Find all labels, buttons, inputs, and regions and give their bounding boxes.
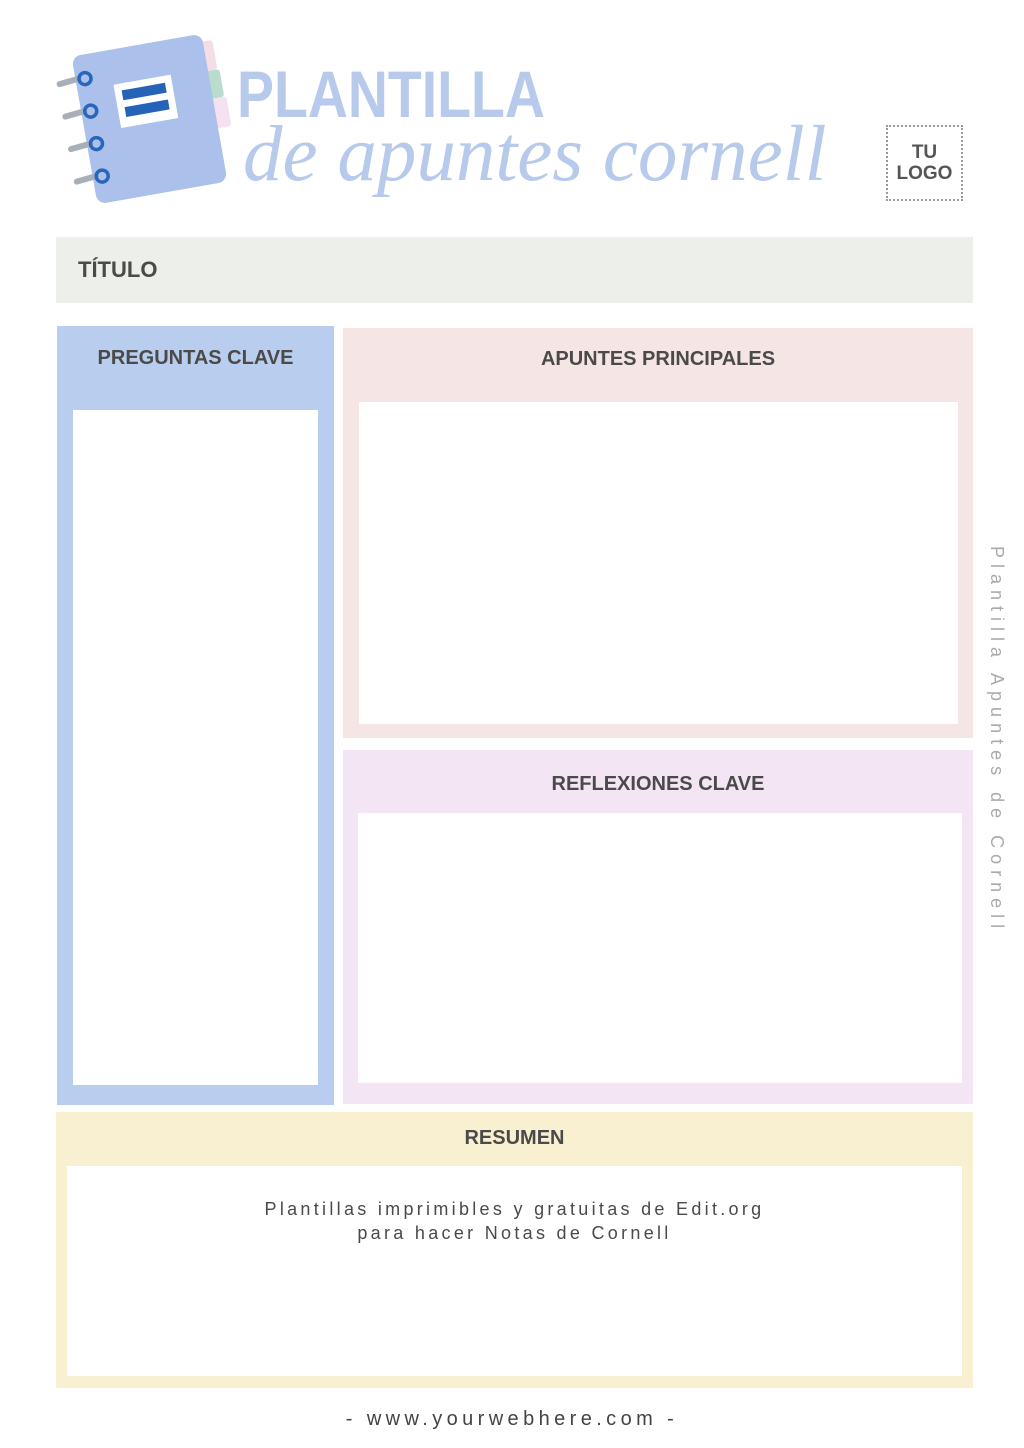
summary-header: RESUMEN <box>464 1127 565 1149</box>
main-notes-header: APUNTES PRINCIPALES <box>540 348 776 370</box>
notebook-icon <box>56 35 231 203</box>
reflections-panel: REFLEXIONES CLAVE <box>343 750 973 1104</box>
logo-placeholder: TU LOGO <box>886 125 963 201</box>
questions-panel: PREGUNTAS CLAVE <box>57 326 334 1105</box>
logo-text-line1: TU <box>911 142 938 163</box>
header-subtitle: de apuntes cornell <box>243 111 827 198</box>
logo-text-line2: LOGO <box>896 163 953 184</box>
header-title: PLANTILLA <box>237 57 545 131</box>
summary-panel: RESUMEN Plantillas imprimibles y gratuit… <box>56 1112 973 1388</box>
summary-writing-area: Plantillas imprimibles y gratuitas de Ed… <box>67 1166 962 1376</box>
side-caption: Plantilla Apuntes de Cornell <box>987 546 1007 935</box>
summary-text: Plantillas imprimibles y gratuitas de Ed… <box>67 1197 962 1245</box>
main-notes-writing-area <box>359 402 958 724</box>
reflections-header: REFLEXIONES CLAVE <box>551 773 765 795</box>
notebook-rings <box>56 70 110 185</box>
questions-writing-area <box>73 410 318 1085</box>
questions-header: PREGUNTAS CLAVE <box>97 347 294 369</box>
summary-text-line1: Plantillas imprimibles y gratuitas de Ed… <box>264 1199 765 1219</box>
notebook-label <box>113 74 179 129</box>
title-label: TÍTULO <box>78 257 158 282</box>
main-notes-panel: APUNTES PRINCIPALES <box>343 328 973 738</box>
summary-text-line2: para hacer Notas de Cornell <box>357 1223 672 1243</box>
footer-website: - www.yourwebhere.com - <box>345 1408 679 1430</box>
reflections-writing-area <box>358 813 962 1083</box>
title-bar: TÍTULO <box>56 237 973 303</box>
